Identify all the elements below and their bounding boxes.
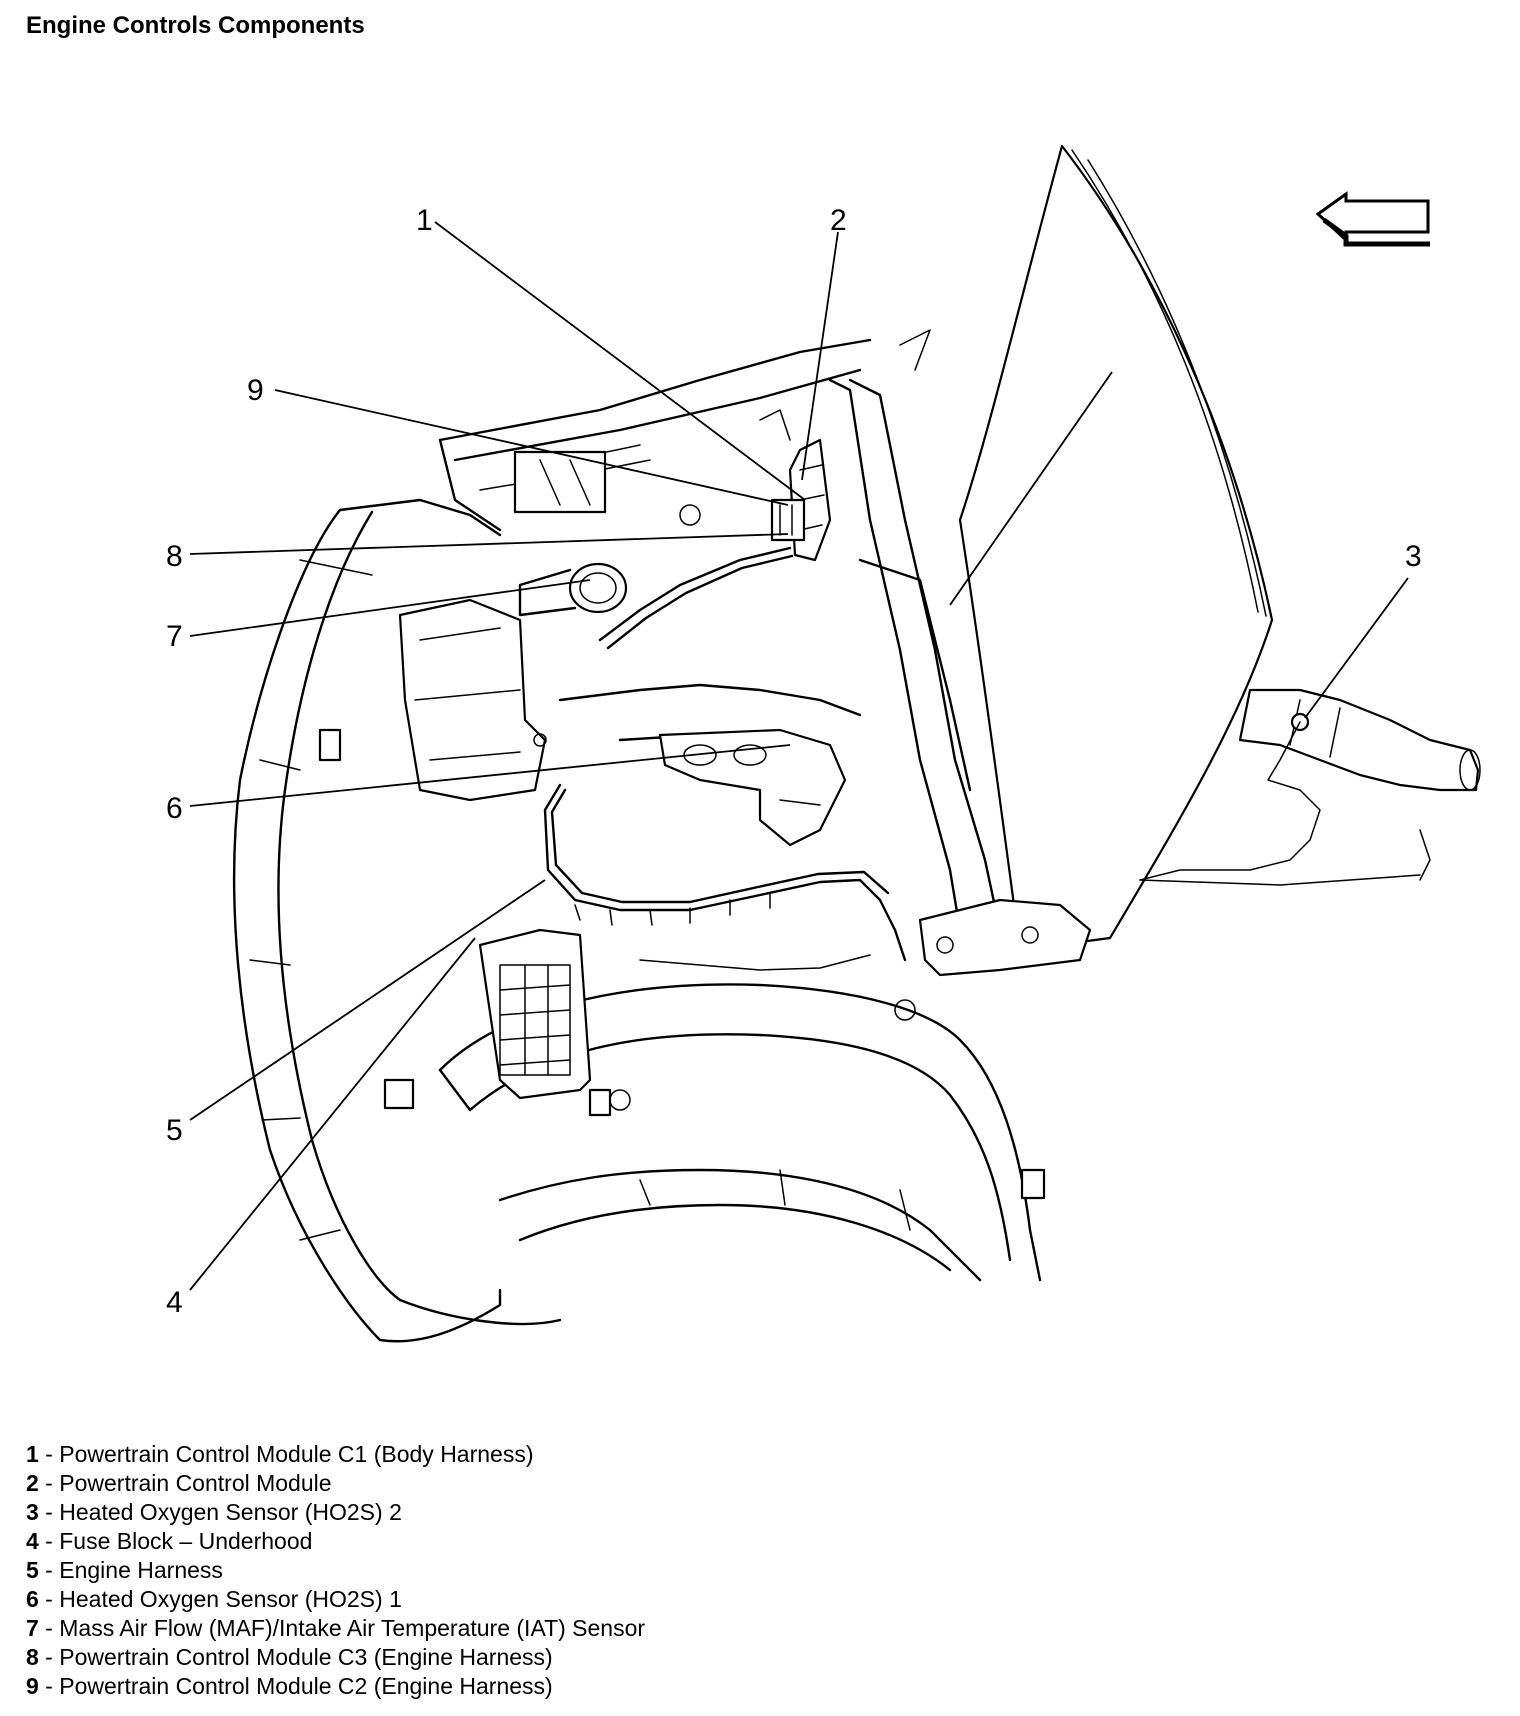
front-fascia [232, 498, 562, 1343]
legend-item: 2 - Powertrain Control Module [26, 1470, 332, 1496]
leader-line-hood [949, 371, 1113, 606]
leader-line-7 [189, 579, 591, 637]
fuse-block [478, 928, 612, 1117]
legend-item: 4 - Fuse Block – Underhood [26, 1528, 313, 1554]
left-arrow-icon [1315, 191, 1430, 247]
callout-6: 6 [166, 792, 183, 825]
callout-1: 1 [416, 204, 433, 237]
frame-rail [828, 378, 1092, 977]
leader-line-6 [189, 744, 791, 807]
component-legend: 1 - Powertrain Control Module C1 (Body H… [26, 1440, 1486, 1701]
leader-line-3 [1304, 577, 1409, 719]
callout-2: 2 [830, 204, 847, 237]
leader-line-2 [801, 231, 839, 481]
leader-line-9 [274, 389, 789, 506]
misc-details [533, 329, 931, 1111]
exhaust-pipe [1139, 688, 1481, 886]
page-title: Engine Controls Components [26, 12, 365, 39]
engine-compartment-diagram: 1 2 3 4 5 6 7 8 9 [166, 144, 1481, 1343]
air-box [398, 598, 547, 802]
callout-9: 9 [247, 374, 264, 407]
radiator-support [438, 338, 872, 532]
legend-item: 1 - Powertrain Control Module C1 (Body H… [26, 1441, 534, 1467]
callout-5: 5 [166, 1114, 183, 1147]
legend-item: 9 - Powertrain Control Module C2 (Engine… [26, 1673, 553, 1699]
powertrain-control-module [770, 438, 832, 562]
exhaust-manifold [658, 728, 847, 847]
maf-sensor [518, 562, 628, 617]
callout-7: 7 [166, 620, 183, 653]
callout-4: 4 [166, 1286, 183, 1319]
leader-line-5 [189, 879, 546, 1121]
leader-line-4 [189, 937, 476, 1291]
callout-3: 3 [1405, 540, 1422, 573]
legend-item: 5 - Engine Harness [26, 1557, 223, 1583]
callout-8: 8 [166, 540, 183, 573]
leader-line-1 [434, 221, 806, 501]
hood-panel [958, 144, 1274, 952]
legend-item: 8 - Powertrain Control Module C3 (Engine… [26, 1644, 553, 1670]
leader-line-8 [189, 533, 789, 555]
legend-item: 6 - Heated Oxygen Sensor (HO2S) 1 [26, 1586, 402, 1612]
legend-item: 7 - Mass Air Flow (MAF)/Intake Air Tempe… [26, 1615, 646, 1641]
legend-item: 3 - Heated Oxygen Sensor (HO2S) 2 [26, 1499, 402, 1525]
